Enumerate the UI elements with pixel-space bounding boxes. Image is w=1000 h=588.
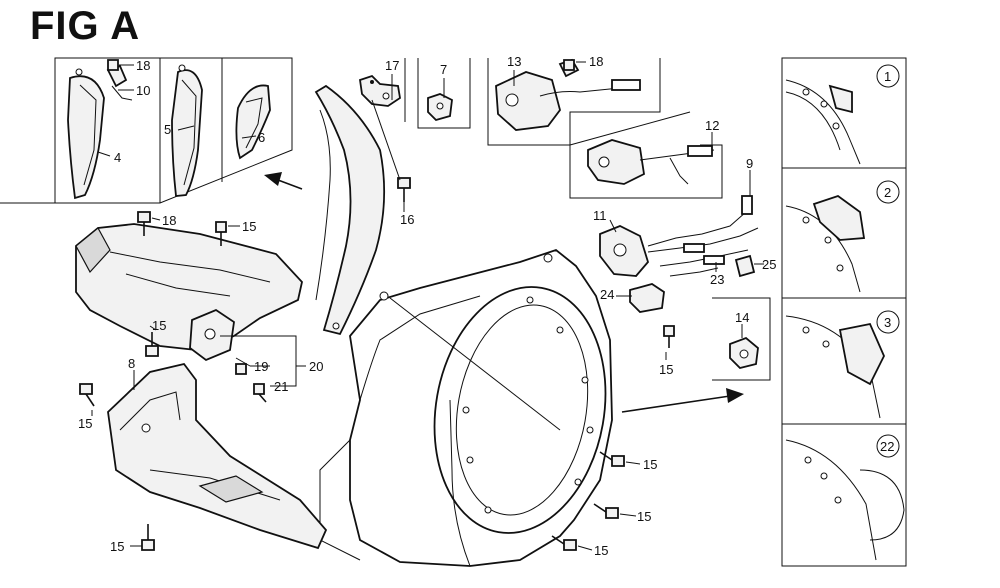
part-17-bracket [359, 74, 401, 107]
part-11-switch [599, 225, 650, 277]
blower-housing-left [75, 223, 303, 362]
inset-box-switch [487, 58, 661, 146]
fan-shroud [319, 248, 613, 567]
callout-15h: 15 [594, 543, 608, 558]
callout-15a: 15 [242, 219, 256, 234]
callout-15e: 15 [659, 362, 673, 377]
callout-8: 8 [128, 356, 135, 371]
callout-21: 21 [274, 379, 288, 394]
callout-13: 13 [507, 54, 521, 69]
arrow-left [264, 172, 303, 190]
variant-22-detail [785, 439, 905, 561]
variant-3-label: 3 [884, 315, 891, 330]
part-13-switch-assembly [495, 58, 641, 131]
callout-15c: 15 [78, 416, 92, 431]
callout-labels: 18 10 4 5 6 17 7 13 18 12 9 11 23 25 24 … [78, 54, 776, 558]
callout-15g: 15 [637, 509, 651, 524]
variant-3-detail [785, 315, 885, 419]
inset-box-shrouds [0, 57, 293, 204]
callout-4: 4 [114, 150, 121, 165]
part-24-connector [629, 283, 665, 313]
lower-cover [107, 362, 328, 550]
callout-25: 25 [762, 257, 776, 272]
callout-18c: 18 [162, 213, 176, 228]
part-10-clip [106, 64, 133, 101]
callout-19: 19 [254, 359, 268, 374]
part-7-grommet [427, 93, 453, 122]
callout-5: 5 [164, 122, 171, 137]
variant-2-label: 2 [884, 185, 891, 200]
callout-10: 10 [136, 83, 150, 98]
callout-15b: 15 [152, 318, 166, 333]
leader-lines [91, 61, 764, 551]
callout-18a: 18 [136, 58, 150, 73]
curved-deflector [314, 84, 386, 336]
callout-12: 12 [705, 118, 719, 133]
figure-title: FIG A [30, 4, 141, 48]
callout-15f: 15 [643, 457, 657, 472]
callout-11: 11 [593, 208, 607, 223]
part-14-grommet-box [712, 297, 771, 381]
inset-box-12 [569, 111, 723, 199]
callout-9: 9 [746, 156, 753, 171]
variant-1-detail [785, 79, 861, 165]
part-9-wire-harness [647, 195, 759, 277]
variant-panels [781, 57, 907, 567]
part-5-shroud-plate [171, 64, 203, 197]
part-12-harness [587, 139, 715, 185]
arrow-right [621, 388, 744, 413]
variant-markers: 1 2 3 22 [876, 64, 900, 458]
inset-box-small [404, 58, 471, 129]
part-4-shroud-plate [67, 68, 105, 200]
callout-23: 23 [710, 272, 724, 287]
callout-15d: 15 [110, 539, 124, 554]
part-6-shroud-plate [235, 84, 271, 160]
callout-20: 20 [309, 359, 323, 374]
callout-18b: 18 [589, 54, 603, 69]
callout-6: 6 [258, 130, 265, 145]
variant-22-label: 22 [880, 439, 894, 454]
callout-7: 7 [440, 62, 447, 77]
variant-2-detail [785, 194, 866, 293]
callout-16: 16 [400, 212, 414, 227]
variant-1-label: 1 [884, 69, 891, 84]
callout-24: 24 [600, 287, 614, 302]
bolts [79, 59, 675, 551]
callout-17: 17 [385, 58, 399, 73]
part-25-clip [734, 254, 756, 278]
callout-14: 14 [735, 310, 749, 325]
